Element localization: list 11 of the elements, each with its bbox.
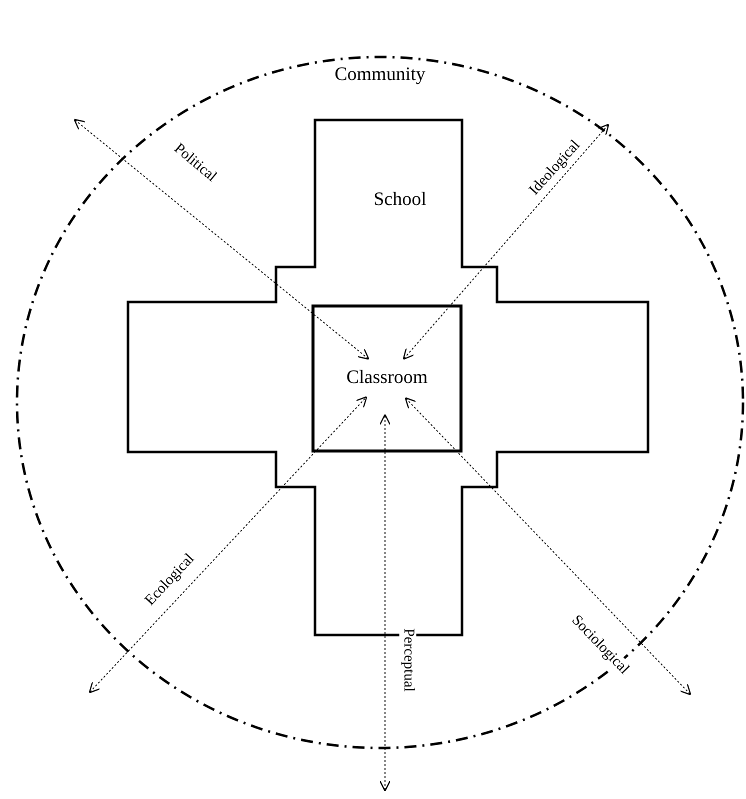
double-arrow xyxy=(404,397,692,696)
double-arrow xyxy=(402,124,610,360)
node-label: Community xyxy=(334,64,426,86)
classroom-box xyxy=(312,305,462,452)
node-label: Classroom xyxy=(346,367,428,389)
double-arrow xyxy=(88,396,368,694)
double-arrow xyxy=(74,118,370,360)
double-arrow xyxy=(379,414,391,792)
community-boundary xyxy=(15,55,745,750)
edge-label: Perceptual xyxy=(400,626,416,694)
node-label: School xyxy=(374,189,426,211)
